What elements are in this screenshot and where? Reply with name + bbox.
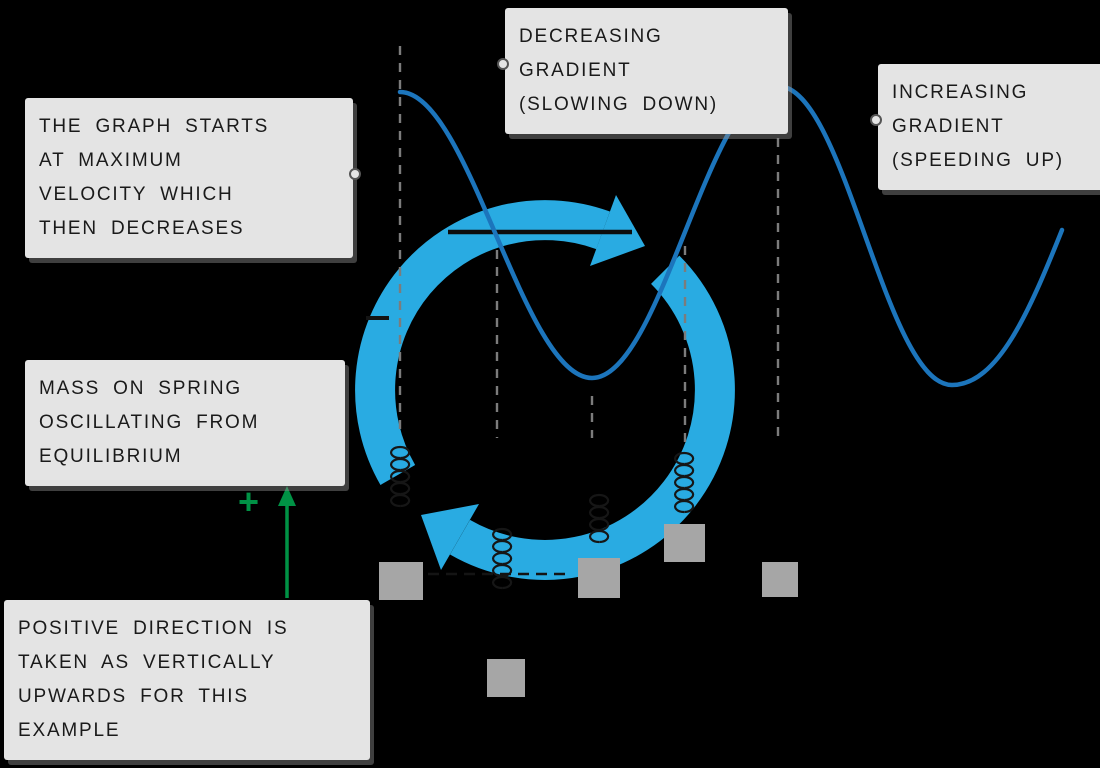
callout-line: INCREASING: [892, 82, 1029, 103]
mass-block-2: [578, 558, 620, 598]
callout-line: OSCILLATING FROM: [39, 412, 260, 433]
callout-line: THE GRAPH STARTS: [39, 116, 270, 137]
callout-line: DECREASING: [519, 26, 663, 47]
connector-dot: [497, 58, 509, 70]
mass-block-3: [664, 524, 705, 562]
mass-block-4: [762, 562, 798, 597]
cycle-arrow-arc-top: [355, 200, 610, 485]
callout-line: GRADIENT: [892, 116, 1005, 137]
callout-positive-direction: POSITIVE DIRECTION IS TAKEN AS VERTICALL…: [4, 600, 370, 760]
callout-line: AT MAXIMUM: [39, 150, 183, 171]
callout-increasing-gradient: INCREASING GRADIENT (SPEEDING UP): [870, 64, 1100, 190]
callout-line: GRADIENT: [519, 60, 632, 81]
callout-line: (SPEEDING UP): [892, 150, 1064, 171]
plus-sign: +: [238, 481, 260, 522]
callout-line: (SLOWING DOWN): [519, 94, 719, 115]
cycle-arrow-icon: [355, 195, 735, 580]
positive-direction-arrowhead: [278, 486, 296, 506]
spring-icon-1: [390, 445, 411, 508]
callout-line: MASS ON SPRING: [39, 378, 242, 399]
connector-dot: [870, 114, 882, 126]
mass-block-1: [379, 562, 423, 600]
callout-line: UPWARDS FOR THIS: [18, 686, 249, 707]
mass-block-5: [487, 659, 525, 697]
connector-dot: [349, 168, 361, 180]
callout-mass-on-spring: MASS ON SPRING OSCILLATING FROM EQUILIBR…: [25, 360, 345, 486]
callout-line: VELOCITY WHICH: [39, 184, 234, 205]
callout-decreasing-gradient: DECREASING GRADIENT (SLOWING DOWN): [497, 8, 788, 134]
positive-direction-arrow: [278, 486, 296, 598]
cycle-arrowhead-bottom: [421, 504, 479, 570]
spring-icon-4: [492, 527, 513, 590]
callout-line: THEN DECREASES: [39, 218, 245, 239]
callout-line: TAKEN AS VERTICALLY: [18, 652, 276, 673]
spring-icon-2: [589, 493, 610, 544]
callout-line: POSITIVE DIRECTION IS: [18, 618, 289, 639]
callout-line: EQUILIBRIUM: [39, 446, 183, 467]
callout-start-max: THE GRAPH STARTS AT MAXIMUM VELOCITY WHI…: [25, 98, 361, 258]
callout-line: EXAMPLE: [18, 720, 121, 741]
spring-icon-3: [674, 451, 695, 514]
cycle-arrow-arc-bottom: [450, 255, 735, 580]
